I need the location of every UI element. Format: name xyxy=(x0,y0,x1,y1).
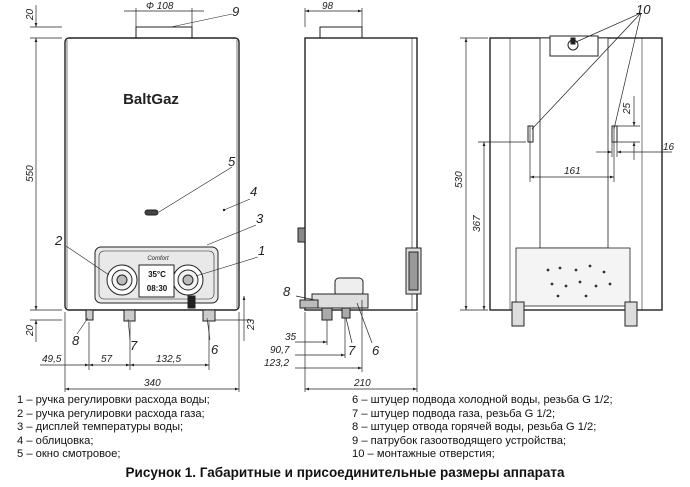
legend-item: 4 – облицовка; xyxy=(17,434,94,447)
dim-bottom-offset: 20 xyxy=(25,324,36,337)
dim-flue-diameter: Ф 108 xyxy=(146,1,174,12)
legend-item: 3 – дисплей температуры воды; xyxy=(17,421,184,434)
callout-5: 5 xyxy=(228,154,236,169)
water-knob xyxy=(172,264,204,296)
dim-mount-hole-width: 16 xyxy=(663,142,675,153)
callout-4: 4 xyxy=(250,184,257,199)
legend-item: 8 – штуцер отвода горячей воды, резьба G… xyxy=(352,421,597,434)
callout-7-front: 7 xyxy=(130,338,138,353)
dim-mount-lower-height: 367 xyxy=(472,215,483,232)
legend-item: 9 – патрубок газоотводящего устройства; xyxy=(352,434,567,447)
back-view xyxy=(489,35,663,327)
dim-mount-spacing: 161 xyxy=(564,166,581,177)
callout-2: 2 xyxy=(54,233,63,248)
legend-item: 7 – штуцер подвода газа, резьба G 1/2; xyxy=(352,407,556,420)
callout-9: 9 xyxy=(232,4,239,19)
dim-fitting-spacing-1: 57 xyxy=(101,354,113,365)
dim-height: 550 xyxy=(25,165,36,182)
legend-left: 1 – ручка регулировки расхода воды; 2 – … xyxy=(17,394,210,462)
panel-brand: Comfort xyxy=(147,256,169,262)
back-lower-plate xyxy=(515,247,631,307)
technical-drawing: BaltGaz Comfort 35°C 08:30 Ф 108 20 550 … xyxy=(25,1,675,392)
callout-8-side: 8 xyxy=(283,284,291,299)
callout-1: 1 xyxy=(258,243,265,258)
dim-width: 340 xyxy=(144,378,161,389)
legend-item: 6 – штуцер подвода холодной воды, резьба… xyxy=(352,394,613,406)
dim-left-fitting: 49,5 xyxy=(42,354,62,365)
legend-item: 10 – монтажные отверстия; xyxy=(352,448,495,461)
brand-logo: BaltGaz xyxy=(123,91,179,108)
temperature-display xyxy=(138,264,175,298)
display-temperature: 35°C xyxy=(148,270,166,279)
dim-depth: 210 xyxy=(353,378,371,389)
callout-6-front: 6 xyxy=(211,342,219,357)
figure-caption: Рисунок 1. Габаритные и присоединительны… xyxy=(125,465,565,480)
legend-right: 6 – штуцер подвода холодной воды, резьба… xyxy=(352,394,613,462)
side-view xyxy=(297,26,422,321)
dim-depth-top: 98 xyxy=(322,1,334,12)
callout-10: 10 xyxy=(636,2,651,17)
back-vent-holes xyxy=(546,264,612,298)
dim-mount-hole-height: 25 xyxy=(622,102,633,115)
sight-window xyxy=(144,209,159,216)
side-flue xyxy=(319,26,363,40)
flue-pipe xyxy=(135,26,193,40)
legend-item: 1 – ручка регулировки расхода воды; xyxy=(17,394,210,406)
dim-depth-fitting-1: 35 xyxy=(285,332,297,343)
dim-top-offset: 20 xyxy=(25,8,36,21)
dim-fitting-height: 23 xyxy=(246,318,257,331)
dim-depth-fitting-2: 90,7 xyxy=(270,345,290,356)
callout-3: 3 xyxy=(256,211,264,226)
dim-back-height: 530 xyxy=(454,171,465,188)
gas-knob xyxy=(106,264,138,296)
side-casing xyxy=(304,37,418,311)
callout-8-front: 8 xyxy=(72,333,80,348)
callout-6-side: 6 xyxy=(372,343,380,358)
callout-7-side: 7 xyxy=(348,343,356,358)
legend-item: 2 – ручка регулировки расхода газа; xyxy=(17,407,205,420)
front-casing xyxy=(64,37,240,311)
dim-fitting-spacing-2: 132,5 xyxy=(156,354,181,365)
front-view xyxy=(64,26,240,322)
legend-item: 5 – окно смотровое; xyxy=(17,448,121,461)
display-time: 08:30 xyxy=(147,284,168,293)
dim-depth-fitting-3: 123,2 xyxy=(264,358,289,369)
